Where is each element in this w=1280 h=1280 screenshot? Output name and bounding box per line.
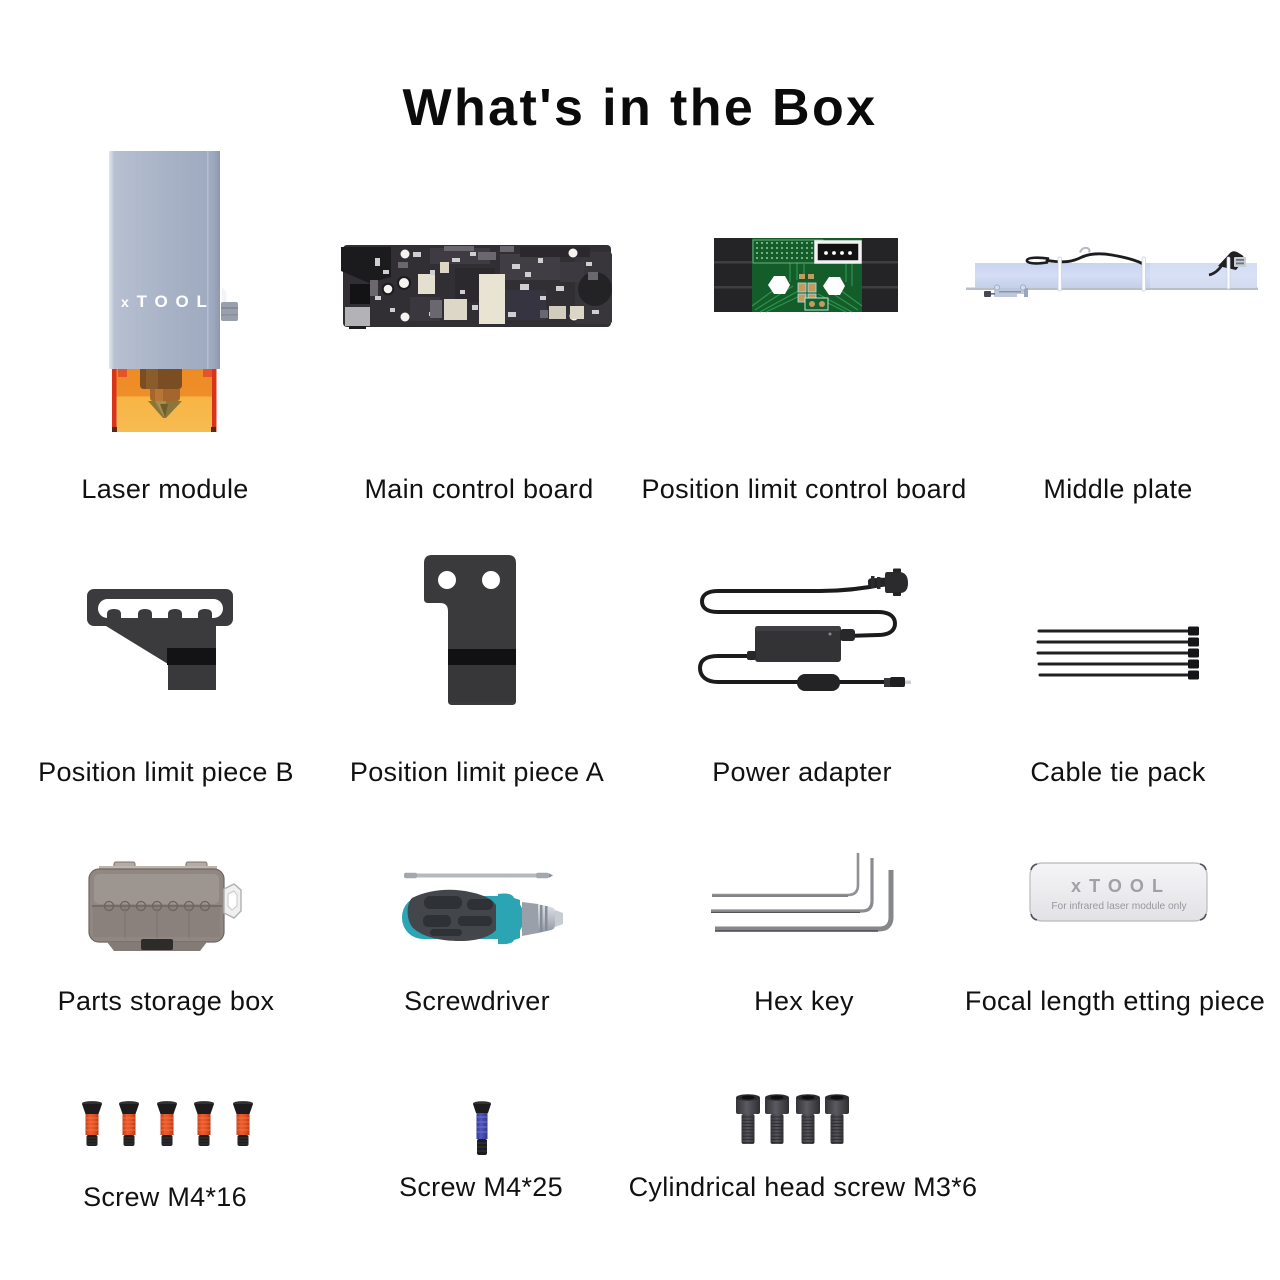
svg-text:xTOOL: xTOOL xyxy=(1071,876,1167,896)
svg-text:For infrared laser module only: For infrared laser module only xyxy=(1051,901,1187,912)
svg-text:xTOOL: xTOOL xyxy=(121,292,215,311)
